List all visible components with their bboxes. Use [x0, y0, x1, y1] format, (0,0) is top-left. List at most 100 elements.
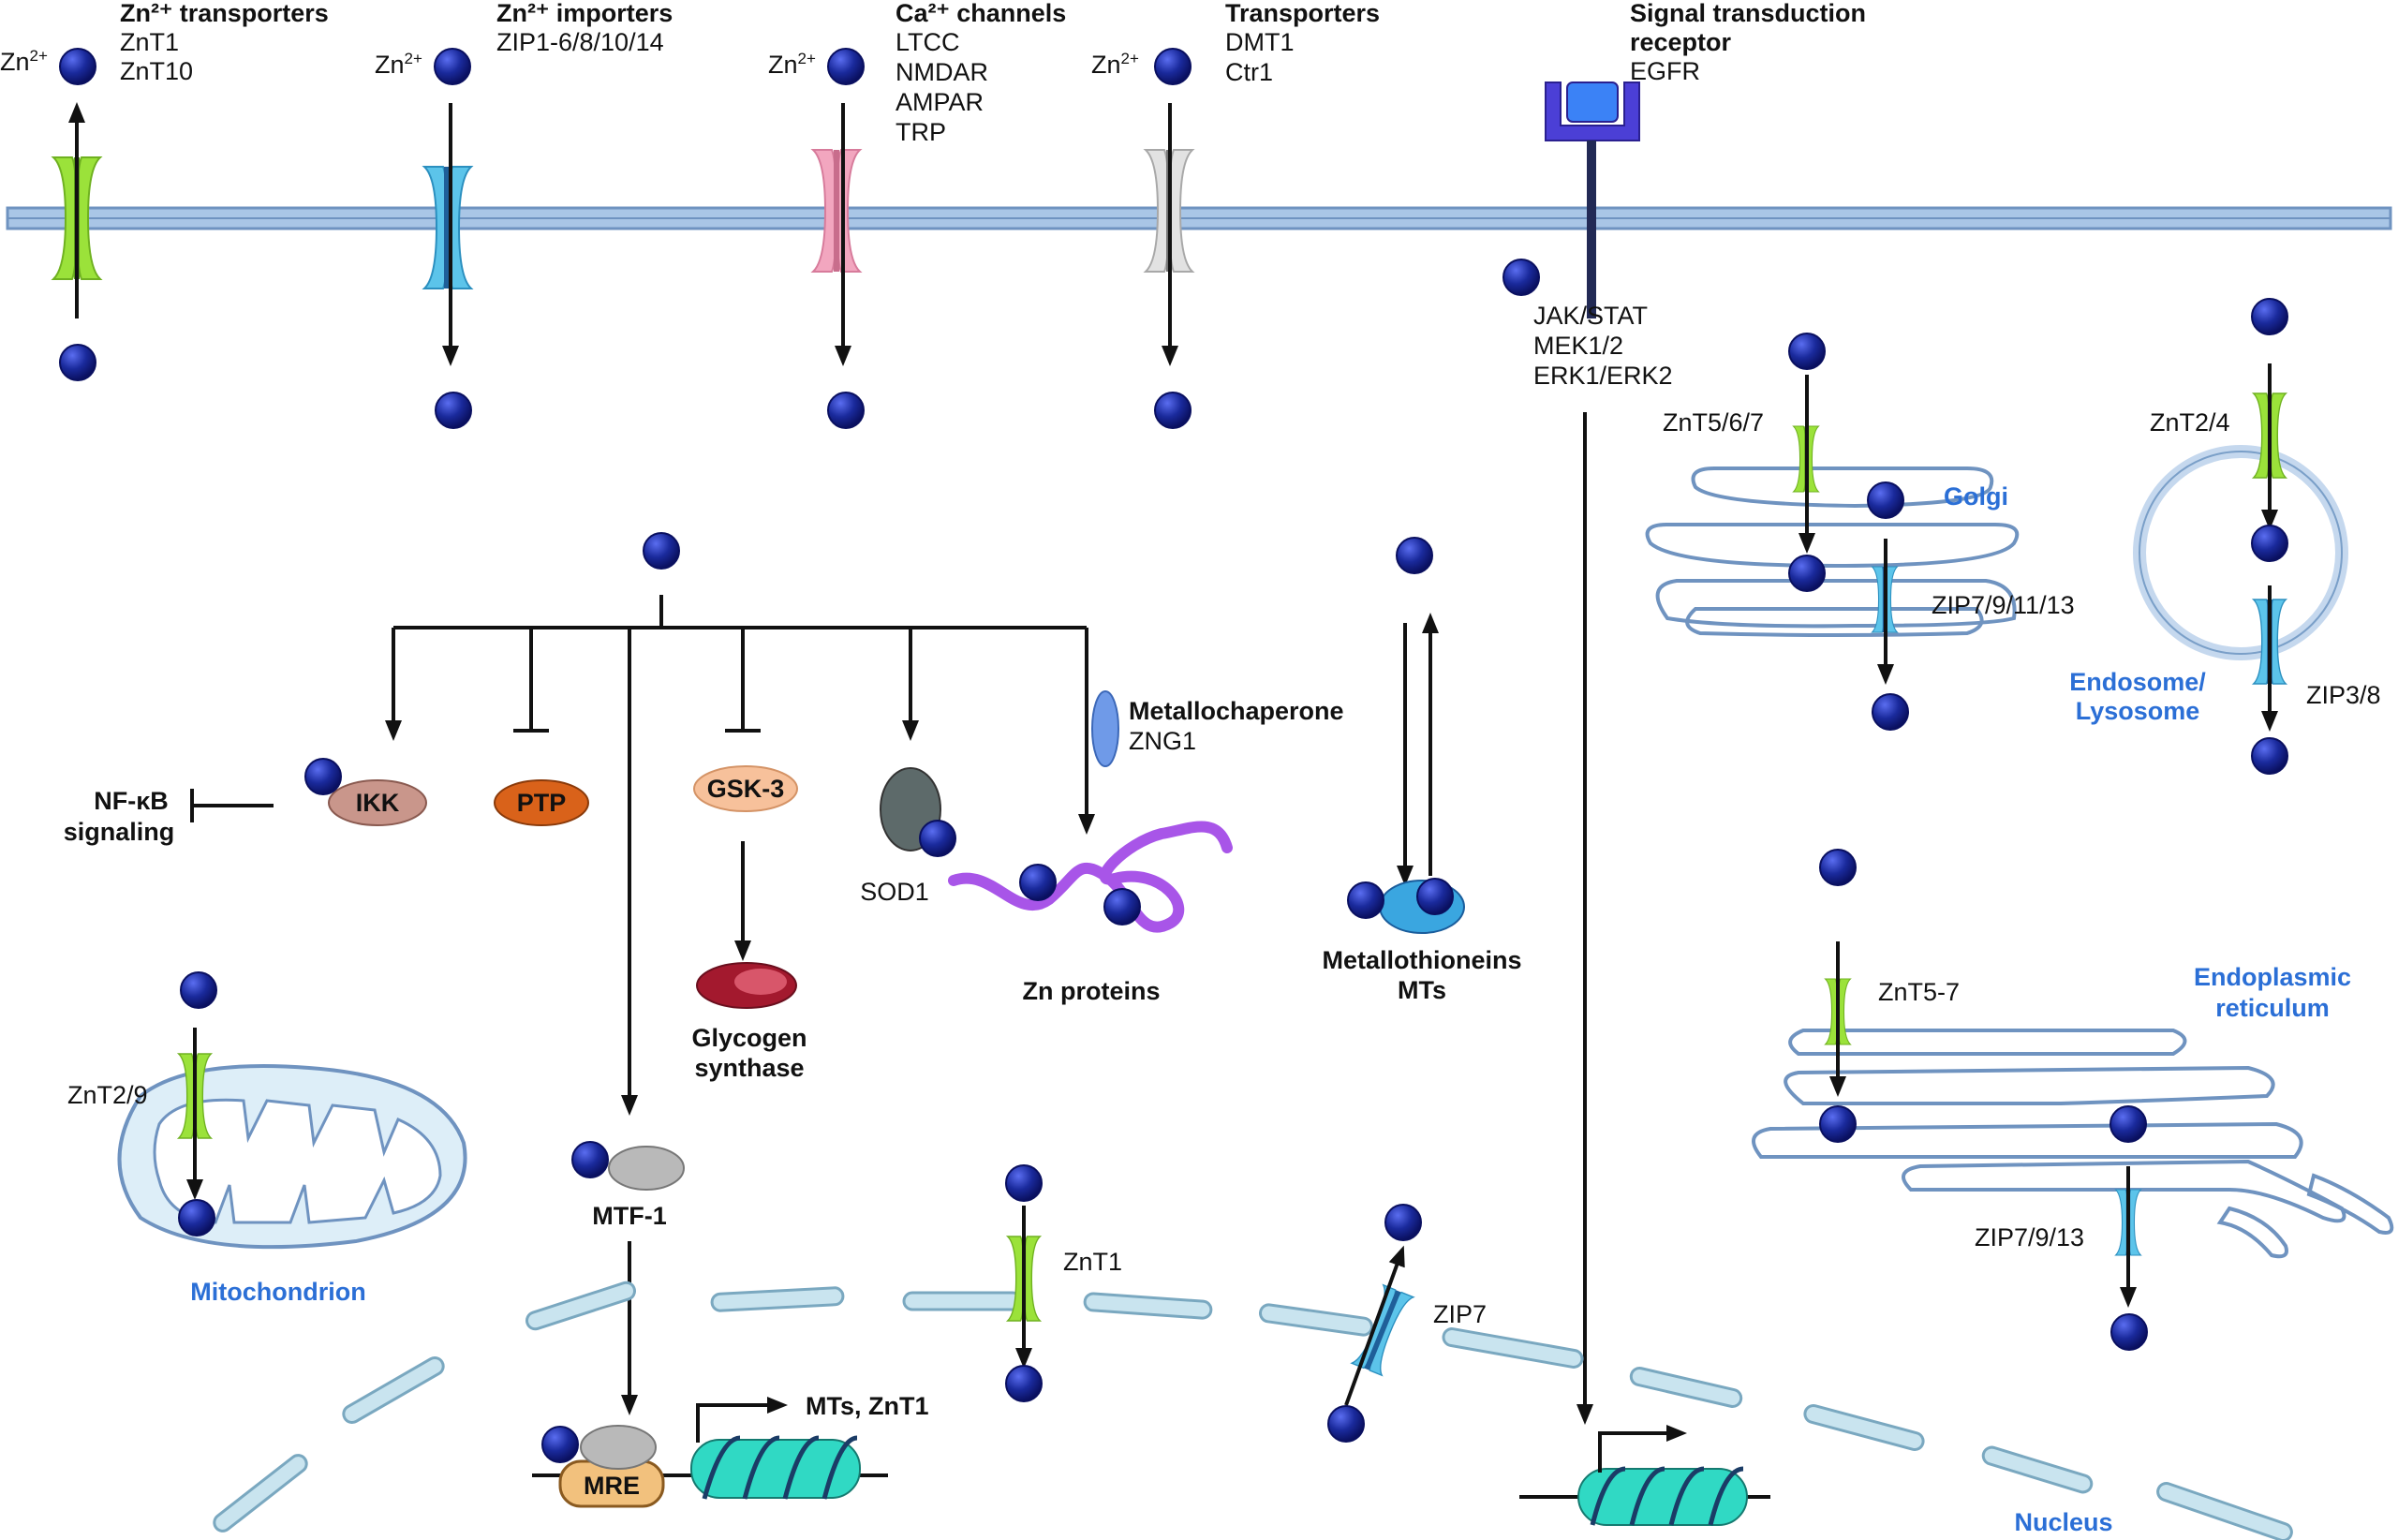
zn-proteins-label: Zn proteins [1023, 977, 1161, 1005]
zinc-ion [1154, 48, 1192, 85]
endosome-line2: Lysosome [2076, 697, 2200, 725]
zinc-ion [1019, 864, 1057, 901]
mtf1-label: MTF-1 [592, 1202, 666, 1230]
pathway-1: JAK/STAT [1533, 302, 1648, 330]
signal-title: Signal transduction [1630, 0, 1866, 27]
zinc-ion [180, 971, 217, 1009]
zinc-ion [1788, 333, 1826, 370]
zinc-ion [827, 48, 865, 85]
zinc-ion [827, 392, 865, 429]
zinc-ion [2251, 525, 2288, 562]
zn-label-1: Zn2+ [0, 47, 48, 76]
er-line1: Endoplasmic [2194, 963, 2351, 991]
metallochaperone-label: Metallochaperone [1129, 697, 1344, 725]
cytosolic-targets: IKK NF-κB signaling PTP GSK-3 Glycogen s… [64, 532, 1522, 1415]
calcium-channel-group: Ca²⁺ channels LTCC NMDAR AMPAR TRP Zn2+ [768, 0, 1066, 429]
mitochondrion: ZnT2/9 Mitochondrion [67, 971, 467, 1306]
er-out-label: ZIP7/9/13 [1975, 1223, 2084, 1251]
importer-group: Zn²⁺ importers ZIP1-6/8/10/14 Zn2+ [375, 0, 673, 429]
zinc-ion [434, 48, 471, 85]
endosome-lysosome: ZnT2/4 ZIP3/8 Endosome/ Lysosome [2069, 298, 2381, 775]
glycogen-line2: synthase [694, 1054, 804, 1082]
zinc-ion [1327, 1405, 1365, 1443]
zinc-ion [2251, 298, 2288, 335]
gsk3-shape [693, 765, 798, 812]
zinc-ion [1154, 392, 1192, 429]
nfkb-line1: NF-κB [94, 787, 169, 815]
signal-gene-expression [1519, 1425, 1770, 1526]
endosome-line1: Endosome/ [2069, 668, 2206, 696]
calcium-item-3: AMPAR [896, 88, 984, 116]
zinc-ion [1502, 259, 1540, 296]
zinc-ion [1819, 1105, 1857, 1143]
glycogen-line1: Glycogen [691, 1024, 807, 1052]
ikk-shape [328, 779, 427, 826]
nuc-out-label: ZnT1 [1063, 1248, 1122, 1276]
zinc-ion [1005, 1164, 1043, 1202]
zinc-ion [2109, 1105, 2147, 1143]
gsk3-label: GSK-3 [707, 775, 785, 803]
plasma-membrane [6, 206, 2392, 230]
signal-item-1: EGFR [1630, 57, 1700, 85]
transporter-item-2: Ctr1 [1225, 58, 1273, 86]
mitochondrion-label: Mitochondrion [190, 1278, 365, 1306]
zinc-ion [1872, 693, 1909, 731]
golgi-label: Golgi [1944, 482, 2008, 511]
zinc-ion [59, 344, 96, 381]
zinc-ion [59, 48, 96, 85]
zinc-ion [1788, 555, 1826, 592]
mtf1-shape [608, 1146, 685, 1191]
transporter-group: Transporters DMT1 Ctr1 Zn2+ [1091, 0, 1380, 429]
mre-gene-expression: MRE MTs, ZnT1 [532, 1392, 929, 1508]
zinc-ion [1103, 888, 1141, 925]
nfkb-line2: signaling [64, 818, 175, 846]
golgi: Golgi ZnT5/6/7 ZIP7/9/11/13 [1645, 333, 2075, 731]
zinc-ion [178, 1199, 215, 1236]
pathway-2: MEK1/2 [1533, 332, 1623, 360]
zinc-ion [1819, 849, 1857, 886]
nuclear-envelope [213, 1281, 2293, 1540]
mito-in-label: ZnT2/9 [67, 1081, 148, 1109]
zinc-ion [1396, 537, 1433, 574]
er-line2: reticulum [2215, 994, 2330, 1022]
exporter-title: Zn²⁺ transporters [120, 0, 329, 27]
importer-title: Zn²⁺ importers [496, 0, 673, 27]
zinc-ion [2110, 1313, 2148, 1351]
zinc-ion [304, 758, 342, 795]
zinc-ion [2251, 737, 2288, 775]
egfr-receptor-icon [1545, 81, 1640, 318]
endo-out-label: ZIP3/8 [2306, 681, 2381, 709]
zng1-label: ZNG1 [1129, 727, 1196, 755]
zn-label-3: Zn2+ [768, 50, 816, 79]
calcium-item-2: NMDAR [896, 58, 988, 86]
zinc-ion [541, 1426, 579, 1463]
mtf1-bound-shape [580, 1425, 657, 1470]
pathway-3: ERK1/ERK2 [1533, 362, 1673, 390]
mre-label: MRE [584, 1472, 640, 1500]
zn-label-2: Zn2+ [375, 50, 422, 79]
transporter-title: Transporters [1225, 0, 1380, 27]
ikk-label: IKK [356, 789, 400, 817]
calcium-item-4: TRP [896, 118, 946, 146]
zinc-ion [1347, 881, 1384, 919]
ptp-label: PTP [517, 789, 567, 817]
gene-products-label: MTs, ZnT1 [806, 1392, 929, 1420]
calcium-title: Ca²⁺ channels [896, 0, 1066, 27]
metallochaperone-icon [1091, 690, 1119, 767]
mt-line1: Metallothioneins [1322, 946, 1521, 974]
zinc-ion [571, 1141, 609, 1178]
endo-in-label: ZnT2/4 [2150, 408, 2230, 437]
nucleosome-array-icon [690, 1435, 861, 1500]
zn-label-4: Zn2+ [1091, 50, 1139, 79]
nuclear-transporters: ZnT1 ZIP7 [1005, 1164, 1487, 1443]
nucleus-label: Nucleus [2014, 1508, 2112, 1536]
zinc-ion [1384, 1204, 1422, 1241]
golgi-in-label: ZnT5/6/7 [1663, 408, 1764, 437]
nuc-in-label: ZIP7 [1433, 1300, 1487, 1328]
zinc-ion [1867, 481, 1904, 519]
zinc-ion [1416, 878, 1454, 915]
ptp-shape [494, 779, 589, 826]
mt-line2: MTs [1398, 976, 1446, 1004]
sod1-label: SOD1 [860, 878, 929, 906]
